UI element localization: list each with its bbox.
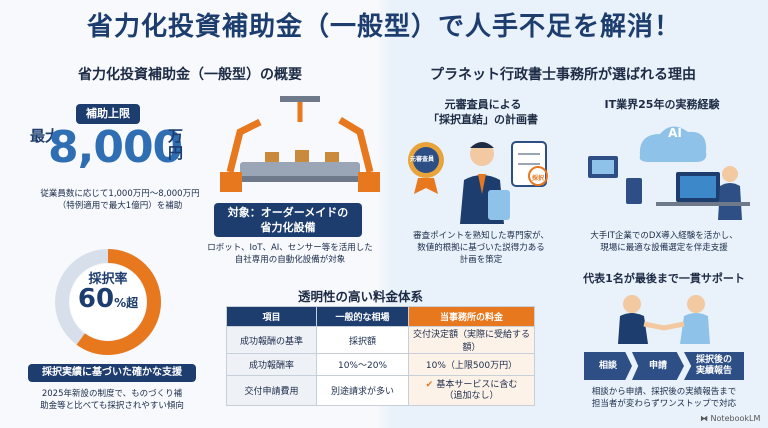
it-illustration: [588, 126, 750, 220]
reviewer-badge: 元審査員: [409, 156, 434, 163]
cap-label: 補助上限: [76, 104, 140, 124]
flow-step-apply: 申請: [632, 352, 684, 380]
handshake-illustration: [618, 295, 710, 344]
table-cell: 10%（上限500万円）: [408, 353, 535, 376]
brand-text: NotebookLM: [710, 414, 761, 423]
ai-label: AI: [668, 126, 682, 140]
table-cell: ✔ 基本サービスに含む （追加なし）: [408, 375, 535, 406]
table-cell: 交付申請費用: [226, 375, 317, 406]
flow-step-report: 採択後の 実績報告: [684, 352, 744, 380]
target-line-1: ロボット、IoT、AI、センサー等を活用した: [207, 243, 373, 253]
reason1-line-1: 審査ポイントを熟知した専門家が、: [413, 231, 549, 241]
rate-value-wrap: 60%超: [52, 284, 164, 314]
cap-note-2: （特例適用で最大1億円）を補助: [57, 201, 183, 211]
reason3-line-2: 担当者が変わらずワンストップで対応: [591, 399, 737, 409]
table-row: 成功報酬率 10%〜20% 10%（上限500万円）: [226, 353, 535, 376]
support-title: 採択実績に基づいた確かな支援: [28, 364, 196, 382]
reason2-line-1: 大手IT企業でのDX導入経験を活かし、: [590, 231, 738, 241]
reason2-title: IT業界25年の実務経験: [604, 98, 720, 111]
support-line-1: 2025年新設の制度で、ものづくり補: [41, 389, 183, 399]
pricing-table: 項目 一般的な相場 当事務所の料金 成功報酬の基準 採択額 交付決定額（実際に受…: [226, 306, 535, 406]
reason2-line-2: 現場に最適な設備選定を伴走支援: [600, 243, 728, 253]
pricing-header: 項目: [226, 306, 317, 327]
cap-note-1: 従業員数に応じて1,000万円～8,000万円: [40, 189, 200, 199]
reason1-line-3: 計画を策定: [459, 255, 503, 265]
support-line-2: 助金等と比べても採択されやすい傾向: [40, 401, 184, 411]
table-cell: 成功報酬率: [226, 353, 317, 376]
reason3-line-1: 相談から申請、採択後の実績報告まで: [591, 387, 737, 397]
rate-label: 採択率: [88, 272, 128, 287]
rate-suffix: %超: [114, 296, 139, 310]
max-prefix: 最大: [30, 127, 61, 145]
brand-icon: ⧓: [700, 414, 711, 423]
rate-value: 60: [77, 284, 115, 314]
flow-step-consult: 相談: [584, 352, 632, 380]
table-cell-text: 基本サービスに含む （追加なし）: [436, 379, 518, 401]
adopted-stamp: 採択: [531, 175, 544, 182]
max-unit: 万円: [168, 127, 184, 162]
overview-heading: 省力化投資補助金（一般型）の概要: [78, 67, 302, 83]
target-title: 対象：オーダーメイドの 省力化設備: [214, 203, 362, 237]
table-cell: 成功報酬の基準: [226, 326, 317, 354]
robot-arm-illustration: [220, 96, 380, 192]
reason3-title: 代表1名が最後まで一貫サポート: [583, 272, 745, 285]
table-row: 成功報酬の基準 採択額 交付決定額（実際に受給する額）: [226, 326, 535, 354]
check-icon: ✔: [425, 379, 437, 390]
reason1-title-2: 「採択直結」の計画書: [428, 113, 538, 126]
consultant-illustration: [408, 141, 548, 224]
reason1-title-1: 元審査員による: [444, 98, 522, 111]
pricing-header: 一般的な相場: [316, 306, 409, 327]
table-cell: 採択額: [316, 326, 409, 354]
table-row: 交付申請費用 別途請求が多い ✔ 基本サービスに含む （追加なし）: [226, 375, 535, 406]
table-cell: 別途請求が多い: [316, 375, 409, 406]
reasons-heading: プラネット行政書士事務所が選ばれる理由: [430, 67, 696, 83]
pricing-title: 透明性の高い料金体系: [298, 289, 424, 304]
table-cell: 交付決定額（実際に受給する額）: [408, 326, 535, 354]
page-title: 省力化投資補助金（一般型）で人手不足を解消！: [86, 12, 681, 42]
reason1-line-2: 数値的根拠に基づいた説得力ある: [417, 243, 545, 253]
max-amount: 8,000: [48, 122, 183, 173]
target-line-2: 自社専用の自動化設備が対象: [234, 255, 346, 265]
brand-label: ⧓ NotebookLM: [700, 414, 760, 423]
pricing-header: 当事務所の料金: [408, 306, 535, 327]
rate-gauge: [55, 249, 161, 355]
pricing-header-row: 項目 一般的な相場 当事務所の料金: [226, 306, 535, 327]
table-cell: 10%〜20%: [316, 353, 409, 376]
